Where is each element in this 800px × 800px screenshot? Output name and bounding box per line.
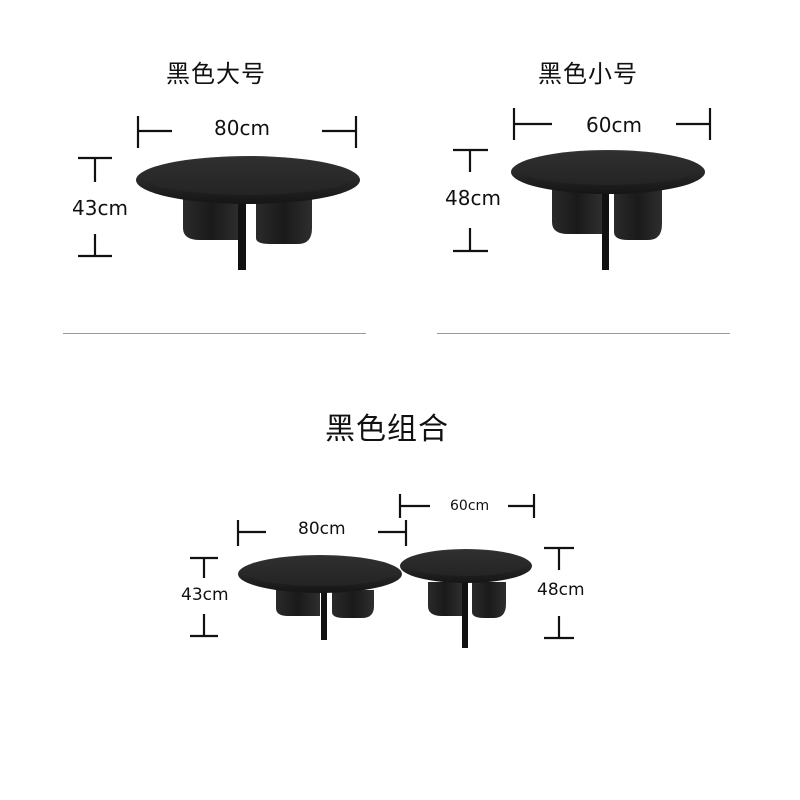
small-width-label: 60cm xyxy=(586,113,642,137)
combo-small-table-image xyxy=(400,549,532,648)
combo-large-table-image xyxy=(238,555,402,640)
small-table-title: 黑色小号 xyxy=(538,60,638,88)
large-table-title: 黑色大号 xyxy=(166,60,266,88)
small-table-image xyxy=(511,150,705,270)
large-table-image xyxy=(136,156,360,270)
large-height-label: 43cm xyxy=(72,196,128,220)
separator-left xyxy=(63,333,366,334)
combo-large-width-label: 80cm xyxy=(298,519,346,539)
combo-small-width-label: 60cm xyxy=(450,498,490,514)
large-width-label: 80cm xyxy=(214,116,270,140)
combo-title: 黑色组合 xyxy=(325,412,449,447)
combo-small-height-label: 48cm xyxy=(537,580,585,600)
small-height-label: 48cm xyxy=(445,186,501,210)
combo-large-height-label: 43cm xyxy=(181,585,229,605)
dimension-lines xyxy=(78,108,712,640)
separator-right xyxy=(437,333,730,334)
